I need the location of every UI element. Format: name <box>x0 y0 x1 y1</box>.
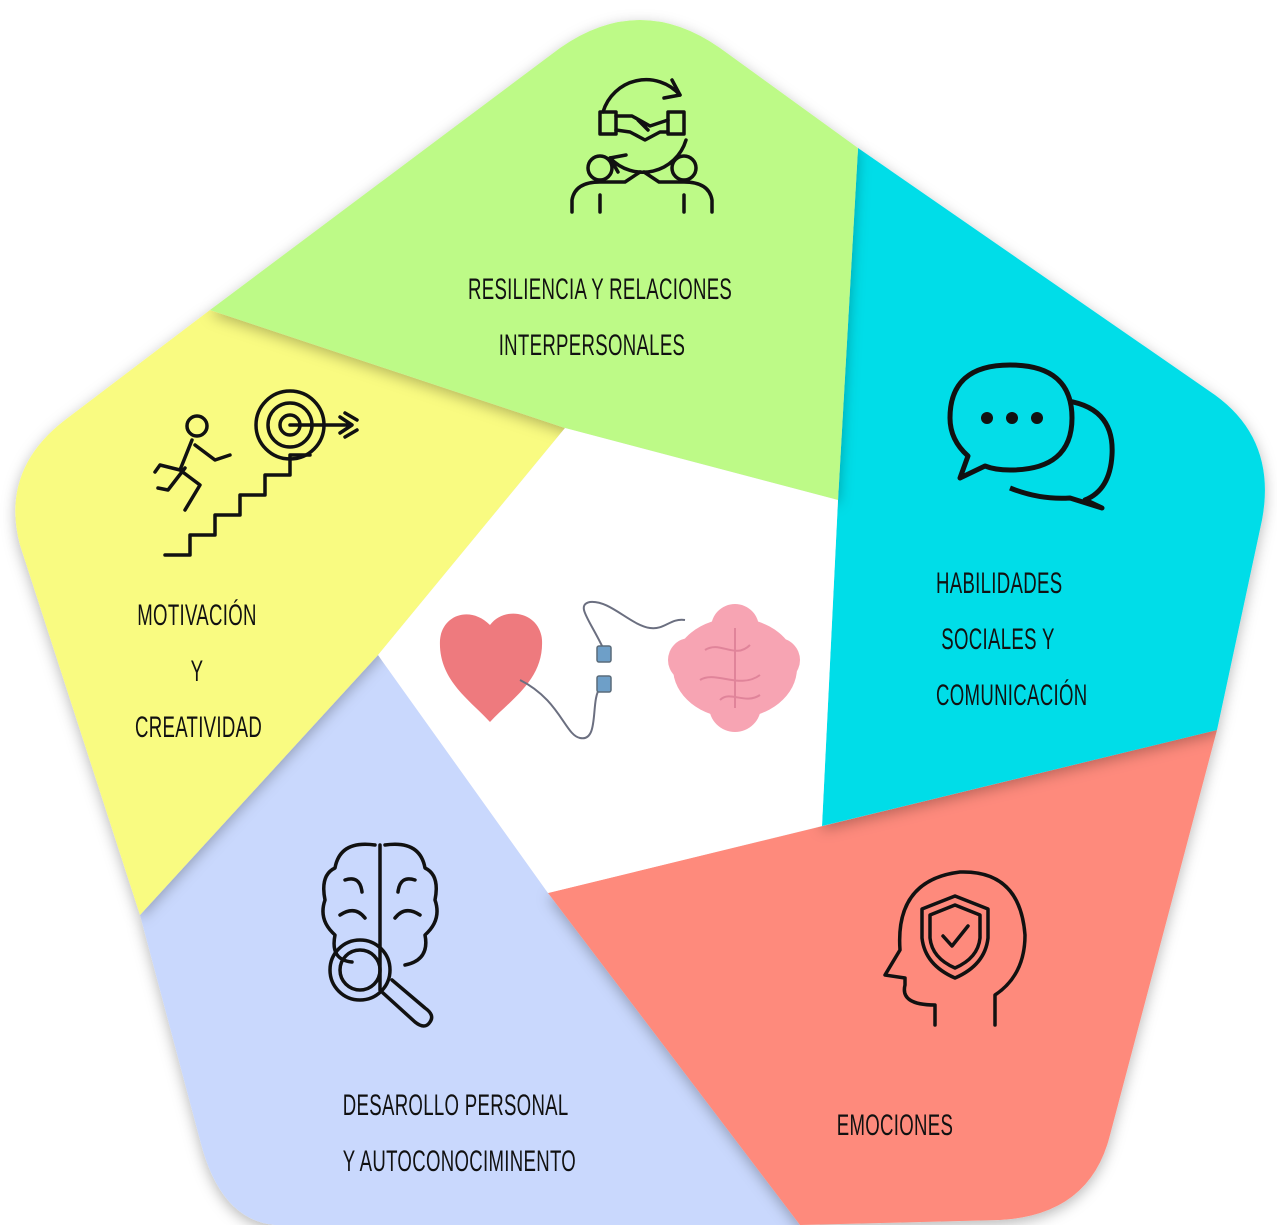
label-line: EMOCIONES <box>836 1109 954 1142</box>
label-habilidades: HABILIDADES SOCIALES Y COMUNICACIÓN <box>936 556 1088 724</box>
label-line: Y <box>190 655 204 688</box>
label-line: INTERPERSONALES <box>498 329 686 362</box>
label-line: Y AUTOCONOCIMINENTO <box>342 1145 577 1178</box>
label-line: COMUNICACIÓN <box>936 679 1088 712</box>
label-emociones: EMOCIONES <box>833 1098 957 1154</box>
label-desarollo: DESAROLLO PERSONAL Y AUTOCONOCIMINENTO <box>342 1078 577 1190</box>
label-line: HABILIDADES <box>936 567 1063 600</box>
segment-desarollo <box>140 655 800 1225</box>
segment-emociones <box>548 730 1217 1225</box>
label-line: SOCIALES Y <box>941 623 1055 656</box>
handshake-collaboration-icon <box>570 77 714 214</box>
head-shield-icon <box>883 870 1027 1027</box>
stairs-target-icon <box>153 389 359 557</box>
label-line: MOTIVACIÓN <box>137 599 257 632</box>
label-line: DESAROLLO PERSONAL <box>342 1089 569 1122</box>
speech-bubbles-icon <box>947 362 1115 511</box>
heart-brain-connected-icon <box>439 600 800 740</box>
segment-habilidades <box>822 148 1265 826</box>
label-resiliencia: RESILIENCIA Y RELACIONES INTERPERSONALES <box>468 262 733 374</box>
label-line: CREATIVIDAD <box>135 711 263 744</box>
label-motivacion: MOTIVACIÓN Y CREATIVIDAD <box>135 588 263 756</box>
label-line: RESILIENCIA Y RELACIONES <box>468 273 733 306</box>
segment-resiliencia <box>210 20 858 500</box>
segment-motivacion <box>15 310 565 915</box>
brain-magnifier-icon <box>321 842 439 1028</box>
